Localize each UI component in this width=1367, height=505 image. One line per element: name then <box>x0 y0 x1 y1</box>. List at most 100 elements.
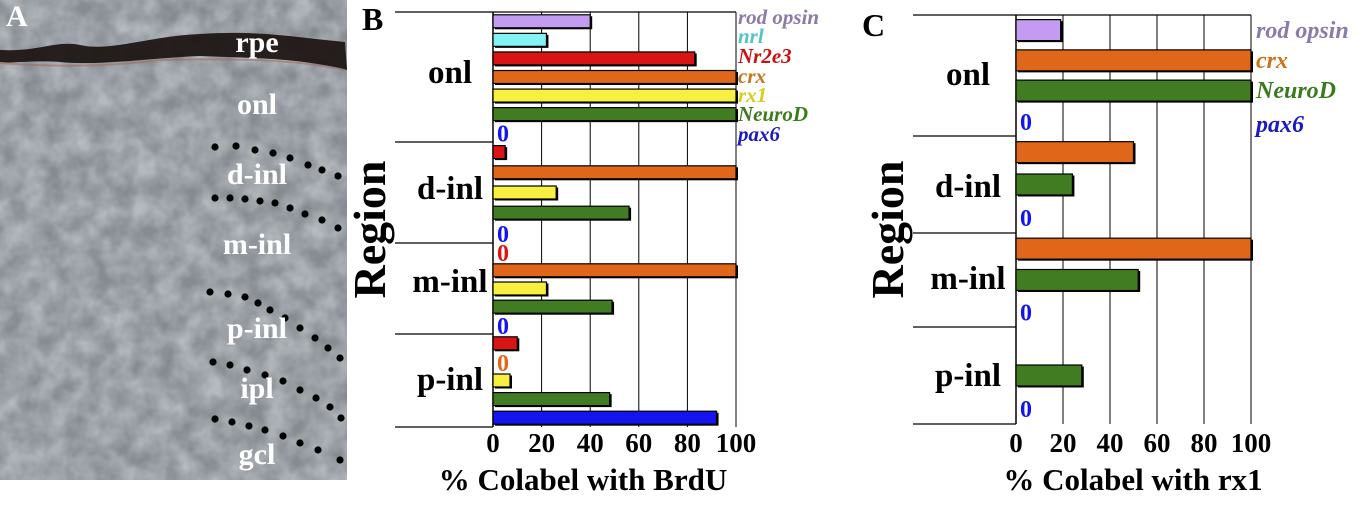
bar-crx <box>1015 141 1135 164</box>
boundary-dot <box>243 366 251 374</box>
boundary-dot <box>251 146 259 154</box>
boundary-dot <box>286 204 294 212</box>
boundary-dot <box>209 358 217 366</box>
boundary-dot <box>261 426 269 434</box>
legend-entry: Nr2e3 <box>737 44 792 68</box>
bar-pax6 <box>492 410 718 425</box>
zero-value-label: 0 <box>1020 300 1032 326</box>
x-tick-label: 0 <box>1009 428 1023 458</box>
boundary-dot <box>256 197 264 205</box>
boundary-dot <box>241 293 249 301</box>
boundary-dot <box>337 414 345 422</box>
bar-nr2e3 <box>492 336 518 351</box>
bar-rod-opsin <box>1015 19 1062 42</box>
boundary-dot <box>281 314 289 322</box>
boundary-dot <box>318 166 326 174</box>
boundary-dot <box>334 224 342 232</box>
x-tick-label: 60 <box>625 428 652 458</box>
zero-value-label: 0 <box>497 314 509 340</box>
boundary-dot <box>279 432 287 440</box>
boundary-dot <box>254 299 262 307</box>
bar-nr2e3 <box>492 145 506 160</box>
y-axis-label: Region <box>862 161 913 299</box>
region-label: onl <box>946 57 990 93</box>
panel-letter-b: B <box>362 1 383 37</box>
x-axis-label: % Colabel with rx1 <box>1003 462 1262 497</box>
x-axis-label: % Colabel with BrdU <box>439 462 728 497</box>
boundary-dot <box>224 290 232 298</box>
bar-neurod <box>1015 364 1083 387</box>
region-label: p-inl <box>935 358 1001 394</box>
bar-rx1 <box>492 373 511 388</box>
legend-entry: crx <box>1256 48 1288 74</box>
boundary-dot <box>311 334 319 342</box>
boundary-dot <box>296 439 304 447</box>
boundary-dot <box>336 456 344 464</box>
bar-crx <box>492 263 737 278</box>
bar-nrl <box>492 32 548 47</box>
legend-entry: nrl <box>738 24 764 48</box>
boundary-dot <box>241 195 249 203</box>
legend-entry: rod opsin <box>1256 18 1349 44</box>
boundary-dot <box>211 143 219 151</box>
x-tick-label: 40 <box>1097 428 1124 458</box>
bar-crx <box>1015 237 1252 260</box>
layer-label-onl: onl <box>237 88 277 121</box>
boundary-dot <box>301 210 309 218</box>
zero-value-label: 0 <box>497 222 509 248</box>
zero-value-label: 0 <box>497 122 509 148</box>
bar-neurod <box>492 205 630 220</box>
bar-rx1 <box>492 281 548 296</box>
layer-boundary-dots <box>206 142 345 464</box>
boundary-dot <box>211 415 219 423</box>
boundary-dot <box>226 194 234 202</box>
x-tick-label: 20 <box>528 428 555 458</box>
rpe-band <box>0 32 347 70</box>
layer-label-ipl: ipl <box>240 372 273 405</box>
boundary-dot <box>286 154 294 162</box>
legend-entry: NeuroD <box>1255 78 1336 104</box>
boundary-dot <box>304 161 312 169</box>
boundary-dot <box>245 422 253 430</box>
boundary-dot <box>269 149 277 157</box>
x-tick-label: 60 <box>1144 428 1171 458</box>
bar-rx1 <box>492 88 737 103</box>
boundary-dot <box>336 354 344 362</box>
region-label: m-inl <box>930 261 1005 297</box>
region-label: onl <box>428 55 472 91</box>
boundary-dot <box>334 172 342 180</box>
bar-rx1 <box>492 185 557 200</box>
x-tick-label: 100 <box>1231 428 1272 458</box>
boundary-dot <box>324 344 332 352</box>
layer-label-p-inl: p-inl <box>227 312 287 345</box>
bar-neurod <box>1015 173 1074 196</box>
bar-neurod <box>1015 79 1252 102</box>
bar-neurod <box>492 392 611 407</box>
boundary-dot <box>211 194 219 202</box>
legend-entry: pax6 <box>736 122 781 146</box>
zero-value-label: 0 <box>1020 206 1032 232</box>
bar-rod-opsin <box>492 14 591 29</box>
legend-entry: NeuroD <box>737 102 808 126</box>
boundary-dot <box>271 199 279 207</box>
panel-letter-c: C <box>862 7 885 43</box>
region-label: p-inl <box>417 362 483 398</box>
boundary-dot <box>266 306 274 314</box>
legend-entry: rod opsin <box>738 5 819 29</box>
y-axis-label: Region <box>344 161 395 299</box>
boundary-dot <box>312 394 320 402</box>
boundary-dot <box>326 403 334 411</box>
zero-value-label: 0 <box>497 351 509 377</box>
boundary-dot <box>296 324 304 332</box>
zero-value-label: 0 <box>1020 110 1032 136</box>
boundary-dot <box>314 446 322 454</box>
boundary-dot <box>228 418 236 426</box>
layer-label-m-inl: m-inl <box>223 228 291 261</box>
x-tick-label: 100 <box>716 428 757 458</box>
region-label: d-inl <box>935 169 1001 205</box>
x-tick-label: 0 <box>486 428 500 458</box>
x-tick-label: 40 <box>577 428 604 458</box>
region-label: m-inl <box>412 264 487 300</box>
